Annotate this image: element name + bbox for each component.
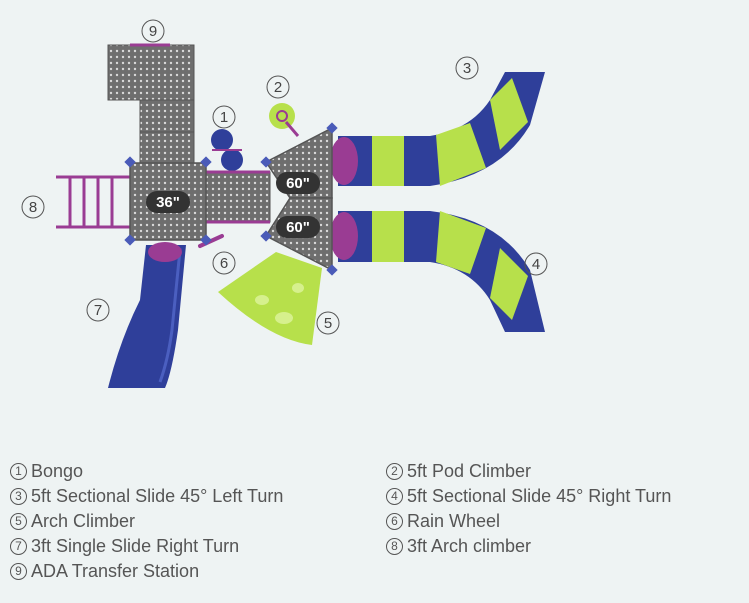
legend-number: 7 <box>10 537 27 555</box>
legend-number: 8 <box>386 537 403 555</box>
rain-wheel <box>198 234 224 248</box>
bongo-panel <box>211 129 243 171</box>
svg-text:5: 5 <box>324 315 332 332</box>
svg-text:3: 3 <box>463 60 471 77</box>
svg-text:4: 4 <box>532 256 540 273</box>
legend-number: 5 <box>10 512 27 530</box>
deck-height-label: 36" <box>156 194 180 211</box>
legend-item: 3 5ft Sectional Slide 45° Left Turn <box>10 485 386 507</box>
svg-text:8: 8 <box>29 199 37 216</box>
callout-9: 9 <box>141 19 165 43</box>
svg-text:6: 6 <box>220 255 228 272</box>
callout-2: 2 <box>266 75 290 99</box>
single-slide-right-turn <box>108 242 186 388</box>
legend-label: ADA Transfer Station <box>31 561 200 581</box>
sectional-slide-left-turn <box>330 72 545 186</box>
callout-4: 4 <box>524 252 548 276</box>
callout-7: 7 <box>86 298 110 322</box>
legend-label: 5ft Sectional Slide 45° Right Turn <box>407 486 672 506</box>
legend-label: 3ft Single Slide Right Turn <box>31 536 240 556</box>
callout-8: 8 <box>21 195 45 219</box>
component-legend: 1 Bongo 2 5ft Pod Climber 3 5ft Sectiona… <box>10 460 740 582</box>
callout-1: 1 <box>212 105 236 129</box>
legend-label: Arch Climber <box>31 511 136 531</box>
deck-60-upper: 60" <box>264 126 333 199</box>
svg-text:7: 7 <box>94 302 102 319</box>
legend-label: 5ft Sectional Slide 45° Left Turn <box>31 486 284 506</box>
legend-number: 2 <box>386 462 403 480</box>
legend-number: 6 <box>386 512 403 530</box>
legend-item: 2 5ft Pod Climber <box>386 460 740 482</box>
legend-number: 9 <box>10 562 27 580</box>
svg-text:1: 1 <box>220 109 228 126</box>
deck-height-label: 60" <box>286 219 310 236</box>
legend-item: 6 Rain Wheel <box>386 510 740 532</box>
arch-climber <box>218 252 322 345</box>
deck-36: 36" <box>129 162 207 241</box>
legend-item: 5 Arch Climber <box>10 510 386 532</box>
legend-item: 1 Bongo <box>10 460 386 482</box>
legend-item: 9 ADA Transfer Station <box>10 560 386 582</box>
legend-label: 5ft Pod Climber <box>407 461 532 481</box>
arch-climber-ladder <box>56 175 132 229</box>
callout-5: 5 <box>316 311 340 335</box>
deck-height-label: 60" <box>286 175 310 192</box>
callout-3: 3 <box>455 56 479 80</box>
legend-item: 8 3ft Arch climber <box>386 535 740 557</box>
sectional-slide-right-turn <box>330 211 545 332</box>
svg-text:9: 9 <box>149 23 157 40</box>
ada-transfer-station <box>107 43 195 165</box>
legend-number: 1 <box>10 462 27 480</box>
legend-item: 7 3ft Single Slide Right Turn <box>10 535 386 557</box>
legend-label: Rain Wheel <box>407 511 501 531</box>
playground-diagram: 36" 60" 60" <box>21 19 548 388</box>
pod-climber <box>269 103 300 137</box>
legend-number: 3 <box>10 487 27 505</box>
legend-item: 4 5ft Sectional Slide 45° Right Turn <box>386 485 740 507</box>
legend-number: 4 <box>386 487 403 505</box>
walkway-bridge <box>203 170 271 224</box>
legend-label: Bongo <box>31 461 84 481</box>
callout-6: 6 <box>212 251 236 275</box>
legend-label: 3ft Arch climber <box>407 536 532 556</box>
svg-text:2: 2 <box>274 79 282 96</box>
